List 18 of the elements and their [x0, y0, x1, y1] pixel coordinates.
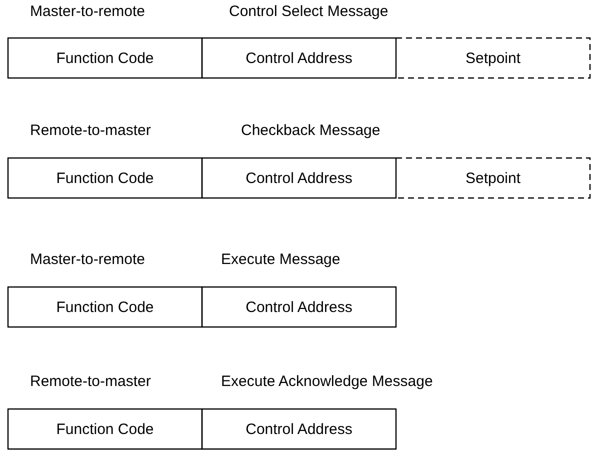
- field-name: Setpoint: [465, 50, 521, 66]
- direction-label: Master-to-remote: [30, 251, 146, 268]
- field-name: Function Code: [56, 298, 154, 316]
- message-title: Control Select Message: [229, 3, 388, 20]
- direction-label: Remote-to-master: [30, 373, 151, 390]
- field-name: Function Code: [56, 170, 154, 186]
- direction-label: Remote-to-master: [30, 122, 151, 139]
- message-title: Execute Acknowledge Message: [221, 373, 433, 390]
- message-title: Execute Message: [221, 251, 340, 268]
- field-name: Function Code: [56, 420, 154, 438]
- field-name: Control Address: [246, 170, 352, 186]
- field-name: Control Address: [246, 420, 352, 438]
- field-name: Function Code: [56, 50, 154, 66]
- message-title: Checkback Message: [241, 122, 380, 139]
- field-name: Setpoint: [465, 170, 521, 186]
- direction-label: Master-to-remote: [30, 3, 146, 20]
- field-name: Control Address: [246, 298, 352, 316]
- field-name: Control Address: [246, 50, 352, 66]
